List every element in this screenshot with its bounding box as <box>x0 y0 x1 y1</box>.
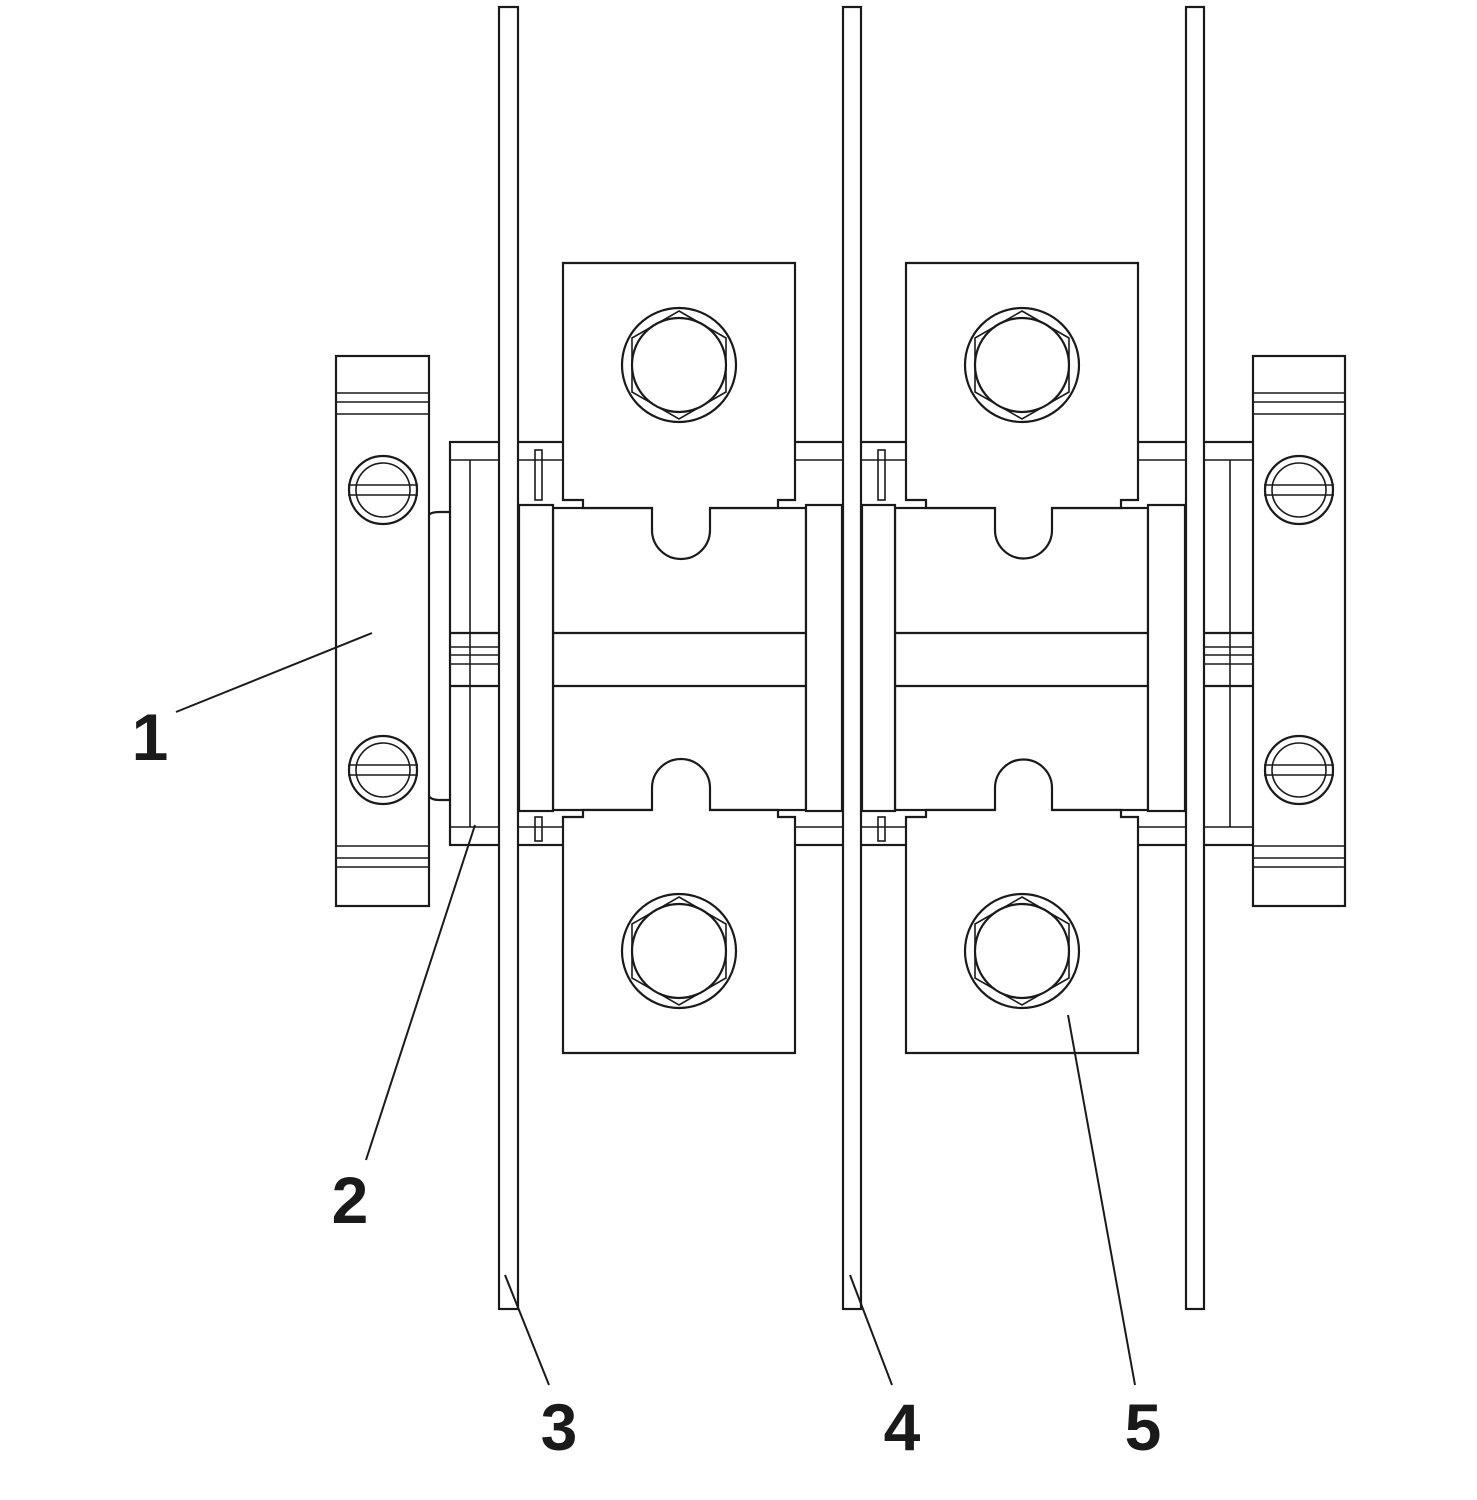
leader-lines <box>175 632 1136 1386</box>
bolt-bottom-right <box>963 892 1081 1010</box>
right-screw-top <box>1263 454 1335 526</box>
bolt-top-left <box>620 306 738 424</box>
callout-5: 5 <box>1125 1390 1162 1464</box>
callout-3: 3 <box>541 1390 578 1464</box>
separator-plate-middle <box>841 5 863 1311</box>
right-mounting-bracket <box>1251 354 1347 908</box>
separator-plate-right <box>1184 5 1206 1311</box>
callout-2: 2 <box>332 1163 369 1237</box>
left-mounting-bracket <box>334 354 450 908</box>
bolt-top-right <box>963 306 1081 424</box>
slot-marks <box>534 449 886 842</box>
callout-1: 1 <box>132 700 169 774</box>
separator-plate-left <box>497 5 520 1311</box>
right-screw-bottom <box>1263 734 1335 806</box>
left-screw-top <box>347 454 419 526</box>
bolt-bottom-left <box>620 892 738 1010</box>
callout-4: 4 <box>884 1390 921 1464</box>
left-screw-bottom <box>347 734 419 806</box>
